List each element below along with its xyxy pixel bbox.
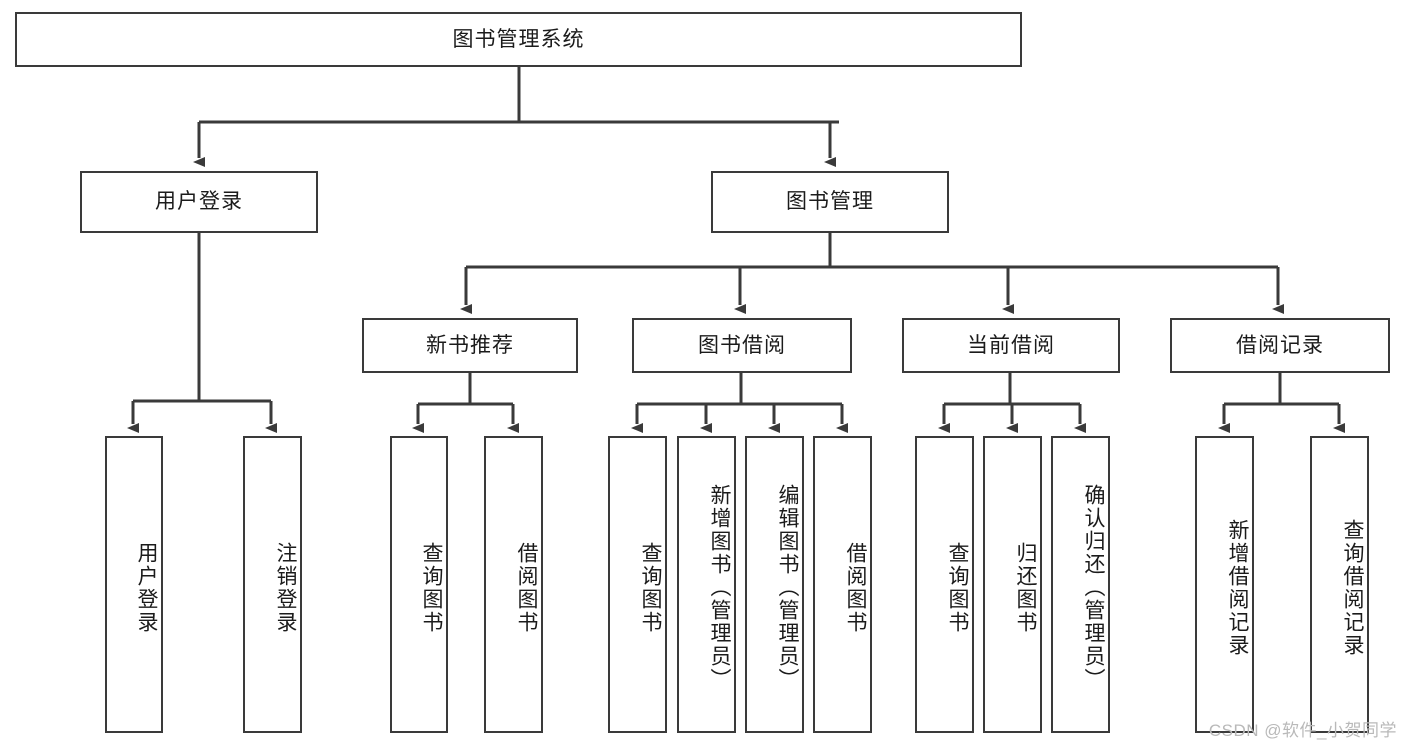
node-user-login[interactable]: 用户登录 <box>80 171 318 233</box>
node-label: 当前借阅 <box>967 333 1055 357</box>
node-leaf-confirm-return-admin[interactable]: 确认归还（管理员） <box>1051 436 1110 733</box>
node-book-borrow[interactable]: 图书借阅 <box>632 318 852 373</box>
node-label: 注销登录 <box>274 541 297 634</box>
node-borrow-record[interactable]: 借阅记录 <box>1170 318 1390 373</box>
node-label: 查询借阅记录 <box>1341 518 1364 657</box>
node-leaf-query-borrow-record[interactable]: 查询借阅记录 <box>1310 436 1369 733</box>
node-leaf-add-borrow-record[interactable]: 新增借阅记录 <box>1195 436 1254 733</box>
edges-user-login-to-leaves <box>127 233 277 433</box>
edges-book-borrow-to-leaves <box>631 373 848 433</box>
node-label: 图书借阅 <box>698 333 786 357</box>
node-label: 图书管理系统 <box>452 27 585 51</box>
node-label: 新增借阅记录 <box>1226 518 1249 657</box>
node-label: 用户登录 <box>135 541 158 634</box>
node-label: 借阅图书 <box>844 541 867 634</box>
edges-new-book-recommend-to-leaves <box>412 373 519 433</box>
node-label: 图书管理 <box>786 190 874 214</box>
node-label: 编辑图书（管理员） <box>776 484 799 691</box>
node-label: 新书推荐 <box>426 333 514 357</box>
node-label: 新增图书（管理员） <box>708 484 731 691</box>
node-new-book-recommend[interactable]: 新书推荐 <box>362 318 578 373</box>
node-book-manage[interactable]: 图书管理 <box>711 171 949 233</box>
node-leaf-borrow-book[interactable]: 借阅图书 <box>813 436 872 733</box>
edges-root-to-level1 <box>193 67 839 167</box>
node-leaf-user-login[interactable]: 用户登录 <box>105 436 163 733</box>
node-leaf-query-book-recommend[interactable]: 查询图书 <box>390 436 448 733</box>
node-label: 用户登录 <box>155 190 243 214</box>
node-leaf-query-book-borrow[interactable]: 查询图书 <box>608 436 667 733</box>
node-label: 查询图书 <box>946 541 969 634</box>
node-root-system[interactable]: 图书管理系统 <box>15 12 1022 67</box>
node-label: 确认归还（管理员） <box>1082 484 1105 691</box>
node-leaf-add-book-admin[interactable]: 新增图书（管理员） <box>677 436 736 733</box>
edges-borrow-record-to-leaves <box>1218 373 1345 433</box>
node-current-borrow[interactable]: 当前借阅 <box>902 318 1120 373</box>
node-label: 归还图书 <box>1014 541 1037 634</box>
node-label: 查询图书 <box>639 541 662 634</box>
node-leaf-return-book[interactable]: 归还图书 <box>983 436 1042 733</box>
node-leaf-edit-book-admin[interactable]: 编辑图书（管理员） <box>745 436 804 733</box>
node-label: 借阅记录 <box>1236 333 1324 357</box>
node-leaf-query-book-current[interactable]: 查询图书 <box>915 436 974 733</box>
node-label: 查询图书 <box>420 541 443 634</box>
edges-book-manage-to-level2 <box>460 233 1284 314</box>
node-leaf-borrow-book-recommend[interactable]: 借阅图书 <box>484 436 543 733</box>
node-leaf-logout-login[interactable]: 注销登录 <box>243 436 302 733</box>
node-label: 借阅图书 <box>515 541 538 634</box>
edges-current-borrow-to-leaves <box>938 373 1086 433</box>
